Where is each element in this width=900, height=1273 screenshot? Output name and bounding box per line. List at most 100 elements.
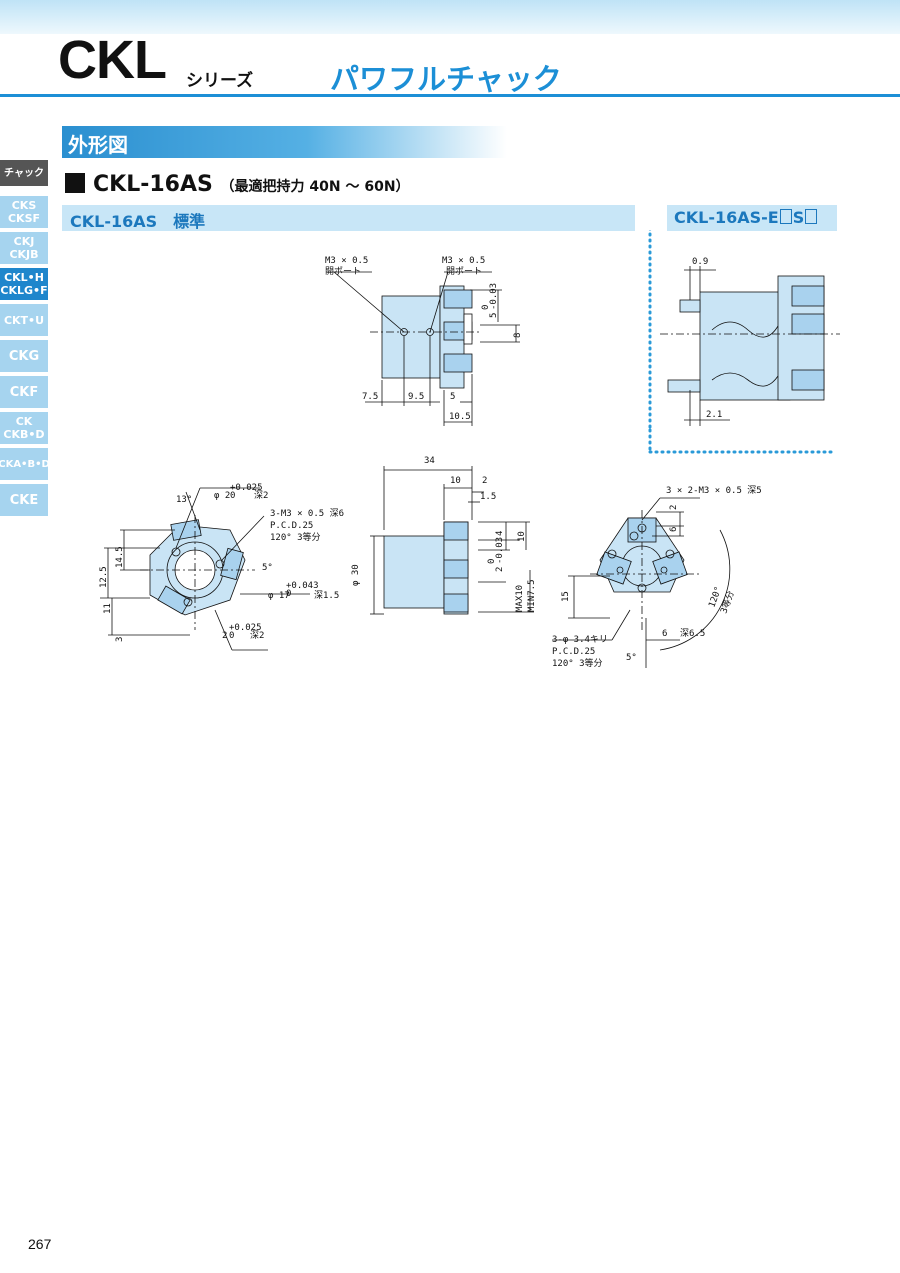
- square-bullet-icon: [65, 173, 85, 193]
- dim-3: 3: [115, 637, 125, 642]
- series-suffix: シリーズ: [186, 71, 254, 91]
- sidebar-item-label: CKL•H: [4, 271, 44, 284]
- dim-14-5: 14.5: [115, 546, 125, 568]
- standard-label: CKL-16AS 標準: [70, 212, 206, 231]
- bore-tol: +0.043: [286, 581, 319, 591]
- sidebar-item-label: CKE: [9, 492, 39, 508]
- sidebar-item-ckt[interactable]: CKT•U: [0, 304, 48, 336]
- series-name: CKL: [58, 30, 167, 90]
- header-rule: [0, 94, 900, 97]
- sidebar-item-label: CKLG•F: [0, 284, 48, 297]
- dim-5: 5: [450, 392, 455, 402]
- dim-9-5: 9.5: [408, 392, 424, 402]
- standard-label-bar: [62, 205, 635, 231]
- tap-left: 3-M3 × 0.5 深6: [270, 508, 344, 519]
- port-note-right: 開ポート: [446, 266, 482, 277]
- port-note-left: 開ポート: [325, 266, 361, 277]
- slot-depth: 深2: [250, 630, 264, 641]
- sidebar-item-label: CKF: [9, 384, 39, 400]
- dim-2-tol: 2: [495, 567, 505, 572]
- side-view-drawing: [326, 271, 520, 426]
- sidebar-item-label: CKJB: [9, 248, 39, 261]
- angle-13: 13°: [176, 495, 192, 505]
- placeholder-box-icon: [779, 209, 792, 224]
- dim-10-5: 10.5: [449, 412, 471, 422]
- bore-depth: 深1.5: [314, 590, 339, 601]
- port-label-right: M3 × 0.5: [442, 256, 485, 266]
- hole-right: 3-φ 3.4キリ: [552, 635, 608, 645]
- stroke-max: MAX10: [515, 585, 525, 612]
- model-heading: CKL-16AS （最適把持力 40N ～ 60N）: [65, 172, 410, 197]
- sidebar-item-cka[interactable]: CKA•B•D: [0, 448, 50, 480]
- dim-15: 15: [561, 591, 571, 602]
- header-band: [0, 0, 900, 34]
- hole-top-dia: φ 2: [214, 491, 230, 501]
- dim-11: 11: [103, 603, 113, 614]
- pitch2-right: 120° 3等分: [552, 657, 603, 669]
- port-label-left: M3 × 0.5: [325, 256, 368, 266]
- angle-5-left: 5°: [262, 563, 273, 573]
- dim-6-right: 6: [669, 527, 679, 532]
- sidebar-item-label: CKG: [8, 348, 40, 364]
- dim-5-tol-lower: -0.03: [489, 283, 499, 310]
- sidebar-item-ckf[interactable]: CKF: [0, 376, 48, 408]
- sidebar-item-cke[interactable]: CKE: [0, 484, 48, 516]
- sidebar-item-label: CKJ: [13, 235, 35, 248]
- hole-top-tol2: 0: [230, 491, 235, 501]
- sidebar-item-label: CKA•B•D: [0, 458, 50, 470]
- section-bar: [62, 126, 507, 158]
- placeholder-box-icon: [805, 209, 818, 224]
- dim-depth-6-5: 深6.5: [680, 628, 705, 639]
- section-title: 外形図: [68, 133, 128, 157]
- option-label-middle: S: [792, 208, 805, 227]
- model-name: CKL-16AS: [93, 172, 213, 197]
- sidebar-item-label: CKSF: [7, 212, 41, 225]
- dim-1-5: 1.5: [480, 492, 496, 502]
- center-view-drawing: [370, 466, 534, 615]
- dim-8: 8: [513, 333, 523, 338]
- sidebar-item-label: CK: [15, 415, 33, 428]
- pcd-left: P.C.D.25: [270, 521, 313, 531]
- slot-dim: 2: [222, 631, 227, 641]
- dim-6-bottom: 6: [662, 629, 667, 639]
- dim-2-tol-upper: 0: [487, 559, 497, 564]
- dim-4: 4: [495, 531, 505, 536]
- dim-34: 34: [424, 456, 435, 466]
- dim-10-top: 10: [450, 476, 461, 486]
- dim-2-1: 2.1: [706, 410, 722, 420]
- option-label-prefix: CKL-16AS-E: [674, 208, 779, 227]
- angle-5-right: 5°: [626, 653, 637, 663]
- sidebar-category-chuck[interactable]: チャック: [0, 160, 48, 186]
- model-note: （最適把持力 40N ～ 60N）: [220, 179, 410, 195]
- sidebar-item-label: CKT•U: [3, 313, 45, 327]
- dim-5-tol-upper: 0: [481, 305, 491, 310]
- dim-2-top: 2: [482, 476, 487, 486]
- front-left-drawing: [100, 487, 310, 651]
- stroke-min: MIN7.5: [527, 579, 537, 612]
- page-number: 267: [28, 1236, 52, 1252]
- dim-5-tol: 5: [489, 313, 499, 318]
- dim-2-tol-lower: -0.03: [495, 537, 505, 564]
- dim-10-right: 10: [517, 531, 527, 542]
- sidebar-item-label: CKB•D: [3, 428, 45, 441]
- product-title: パワフルチャック: [330, 62, 562, 96]
- sidebar-item-ckg[interactable]: CKG: [0, 340, 48, 372]
- pitch-left: 120° 3等分: [270, 531, 321, 543]
- dim-2-right: 2: [669, 505, 679, 510]
- hole-top-tol: +0.025: [230, 483, 263, 493]
- dim-12-5: 12.5: [99, 566, 109, 588]
- tap-right: 3 × 2-M3 × 0.5 深5: [666, 485, 762, 496]
- sidebar-item-label: チャック: [4, 167, 44, 179]
- pcd-right: P.C.D.25: [552, 647, 595, 657]
- hole-top-depth: 深2: [254, 490, 268, 501]
- dim-7-5: 7.5: [362, 392, 378, 402]
- front-right-drawing: [552, 497, 731, 668]
- slot-tol2: 0: [229, 631, 234, 641]
- slot-tol: +0.025: [229, 623, 262, 633]
- drawings-canvas: M3 × 0.5 開ポート M3 × 0.5 開ポート 7.5 9.5 5 10…: [99, 230, 840, 669]
- dim-0-9: 0.9: [692, 257, 708, 267]
